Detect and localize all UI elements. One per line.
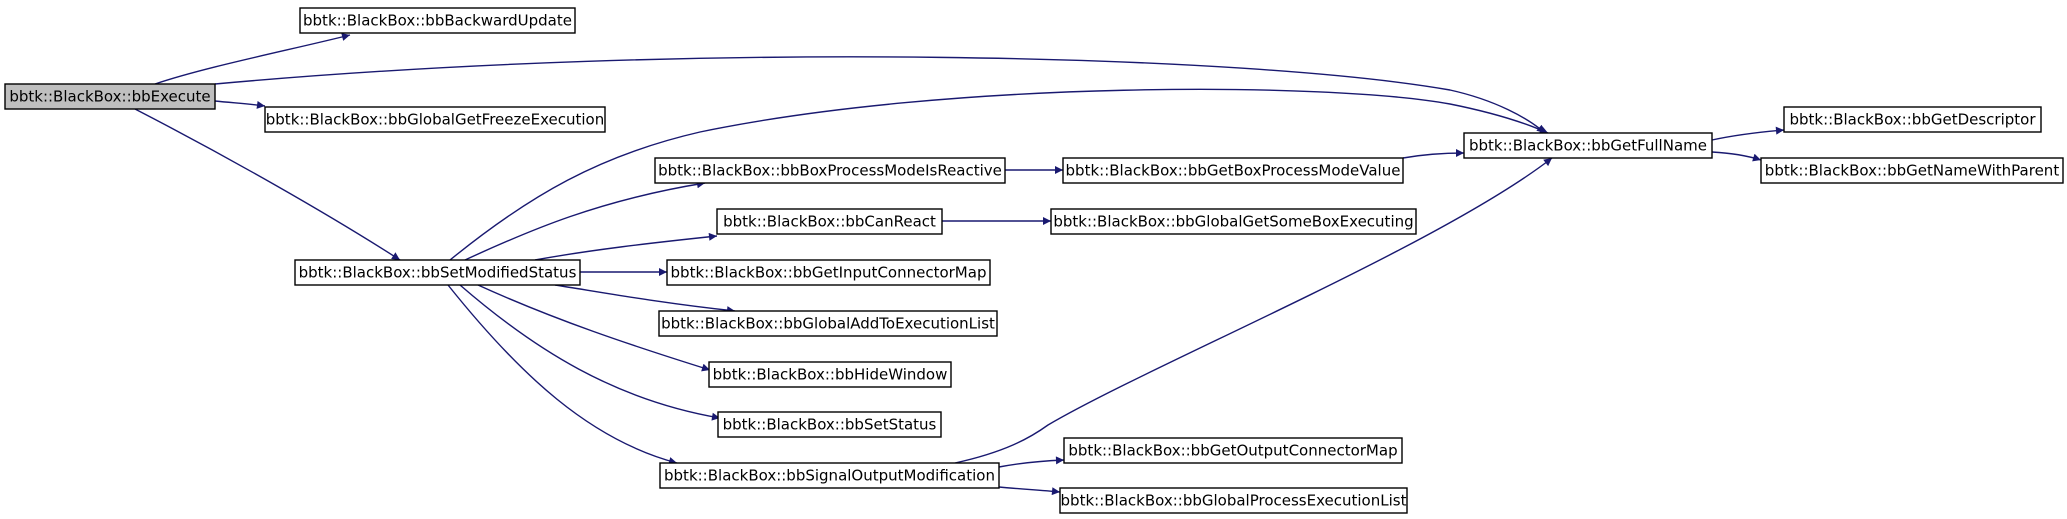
node-box (716, 208, 943, 235)
node-descriptor[interactable]: bbtk::BlackBox::bbGetDescriptor (1783, 106, 2042, 133)
node-box (717, 411, 942, 438)
node-box (708, 361, 952, 388)
node-label: bbtk::BlackBox::bbSetStatus (723, 416, 937, 434)
node-label: bbtk::BlackBox::bbGetFullName (1469, 137, 1707, 155)
node-addexec[interactable]: bbtk::BlackBox::bbGlobalAddToExecutionLi… (658, 310, 998, 337)
node-someexec[interactable]: bbtk::BlackBox::bbGlobalGetSomeBoxExecut… (1050, 208, 1417, 235)
node-box (1050, 208, 1417, 235)
node-box (659, 462, 1000, 489)
node-procexeclist[interactable]: bbtk::BlackBox::bbGlobalProcessExecution… (1059, 487, 1408, 514)
node-nameparent[interactable]: bbtk::BlackBox::bbGetNameWithParent (1760, 157, 2064, 184)
node-label: bbtk::BlackBox::bbBackwardUpdate (303, 12, 572, 30)
node-box (658, 310, 998, 337)
node-signal[interactable]: bbtk::BlackBox::bbSignalOutputModificati… (659, 462, 1000, 489)
node-label: bbtk::BlackBox::bbGetNameWithParent (1765, 162, 2060, 180)
node-reactive[interactable]: bbtk::BlackBox::bbBoxProcessModeIsReacti… (654, 157, 1006, 184)
edge-execute-to-setmod (134, 108, 401, 261)
node-freeze[interactable]: bbtk::BlackBox::bbGlobalGetFreezeExecuti… (264, 106, 606, 133)
node-label: bbtk::BlackBox::bbGlobalProcessExecution… (1061, 492, 1407, 510)
edge-setmod-to-canreact (534, 232, 718, 261)
node-box (1063, 437, 1403, 464)
edge-execute-to-fullname (214, 56, 1546, 134)
edge-signal-to-outputmap (998, 456, 1065, 468)
edge-procvalue-to-fullname (1402, 149, 1465, 159)
edge-fullname-to-descriptor (1711, 126, 1785, 141)
node-label: bbtk::BlackBox::bbGlobalAddToExecutionLi… (661, 315, 995, 333)
node-setstatus[interactable]: bbtk::BlackBox::bbSetStatus (717, 411, 942, 438)
node-backward[interactable]: bbtk::BlackBox::bbBackwardUpdate (299, 7, 576, 34)
edge-fullname-to-nameparent (1711, 151, 1762, 162)
node-canreact[interactable]: bbtk::BlackBox::bbCanReact (716, 208, 943, 235)
node-label: bbtk::BlackBox::bbGetDescriptor (1790, 111, 2037, 129)
node-box (666, 259, 991, 286)
node-execute[interactable]: bbtk::BlackBox::bbExecute (4, 83, 216, 110)
node-label: bbtk::BlackBox::bbGetInputConnectorMap (671, 264, 987, 282)
edge-setmod-to-addexec (554, 284, 736, 315)
node-label: bbtk::BlackBox::bbSignalOutputModificati… (664, 467, 995, 485)
node-box (1760, 157, 2064, 184)
nodes-layer: bbtk::BlackBox::bbExecutebbtk::BlackBox:… (4, 7, 2064, 514)
node-label: bbtk::BlackBox::bbExecute (9, 88, 210, 106)
edges-layer (134, 33, 1785, 496)
node-box (1062, 157, 1404, 184)
node-procvalue[interactable]: bbtk::BlackBox::bbGetBoxProcessModeValue (1062, 157, 1404, 184)
node-label: bbtk::BlackBox::bbHideWindow (713, 366, 948, 384)
node-box (1783, 106, 2042, 133)
edge-signal-to-fullname (954, 157, 1553, 464)
node-label: bbtk::BlackBox::bbGlobalGetSomeBoxExecut… (1053, 213, 1413, 231)
node-box (1463, 132, 1713, 159)
node-outputmap[interactable]: bbtk::BlackBox::bbGetOutputConnectorMap (1063, 437, 1403, 464)
edge-setmod-to-hide (477, 284, 711, 372)
node-box (299, 7, 576, 34)
node-box (1059, 487, 1408, 514)
node-box (264, 106, 606, 133)
node-box (4, 83, 216, 110)
node-label: bbtk::BlackBox::bbGetBoxProcessModeValue (1066, 162, 1401, 180)
edge-setmod-to-setstatus (459, 284, 721, 421)
node-hide[interactable]: bbtk::BlackBox::bbHideWindow (708, 361, 952, 388)
edge-setmod-to-reactive (464, 180, 706, 261)
edge-setmod-to-fullname (449, 88, 1549, 261)
node-inputmap[interactable]: bbtk::BlackBox::bbGetInputConnectorMap (666, 259, 991, 286)
node-label: bbtk::BlackBox::bbBoxProcessModeIsReacti… (658, 162, 1002, 180)
edge-execute-to-freeze (214, 100, 266, 109)
node-fullname[interactable]: bbtk::BlackBox::bbGetFullName (1463, 132, 1713, 159)
node-box (294, 259, 581, 286)
node-setmod[interactable]: bbtk::BlackBox::bbSetModifiedStatus (294, 259, 581, 286)
node-label: bbtk::BlackBox::bbCanReact (723, 213, 936, 231)
node-box (654, 157, 1006, 184)
node-label: bbtk::BlackBox::bbGetOutputConnectorMap (1068, 442, 1397, 460)
node-label: bbtk::BlackBox::bbGlobalGetFreezeExecuti… (266, 111, 604, 129)
node-label: bbtk::BlackBox::bbSetModifiedStatus (299, 264, 577, 282)
edge-setmod-to-signal (447, 284, 678, 465)
edge-signal-to-procexeclist (998, 486, 1061, 496)
edge-execute-to-backward (154, 33, 351, 85)
